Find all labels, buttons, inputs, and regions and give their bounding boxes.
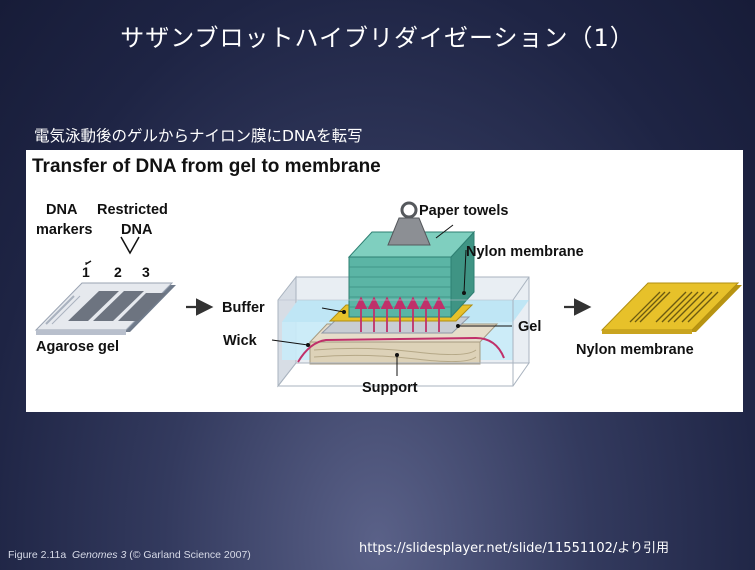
- weight-handle: [400, 201, 418, 219]
- label-wick: Wick: [223, 333, 258, 349]
- label-lane-1: 1: [82, 264, 90, 280]
- caption-prefix: Figure 2.11a: [8, 549, 67, 561]
- southern-transfer-diagram: Transfer of DNA from gel to membrane DNA…: [32, 156, 742, 396]
- label-support: Support: [362, 380, 418, 396]
- label-dna-markers-line1: DNA: [46, 202, 78, 218]
- gel-lanes: [45, 291, 166, 325]
- figure-panel: Transfer of DNA from gel to membrane DNA…: [26, 150, 743, 412]
- slide-title: サザンブロットハイブリダイゼーション（1）: [120, 24, 635, 52]
- label-nylon-membrane-result: Nylon membrane: [576, 342, 694, 358]
- slide-subtitle: 電気泳動後のゲルからナイロン膜にDNAを転写: [34, 127, 363, 145]
- label-restricted-line2: DNA: [121, 222, 153, 238]
- source-citation: https://slidesplayer.net/slide/11551102/…: [359, 541, 670, 556]
- label-lane-2: 2: [114, 264, 122, 280]
- label-paper-towels: Paper towels: [419, 203, 508, 219]
- label-agarose-gel: Agarose gel: [36, 339, 119, 355]
- transfer-apparatus: [276, 201, 530, 388]
- membrane-bands: [629, 291, 719, 323]
- caption-suffix: (© Garland Science 2007): [129, 549, 251, 561]
- capillary-flow-arrows: [354, 296, 446, 332]
- wick-strip: [297, 336, 505, 363]
- label-nylon-membrane-top: Nylon membrane: [466, 244, 584, 260]
- agarose-gel-illustration: [34, 282, 176, 335]
- figure-caption: Figure 2.11a Genomes 3 (© Garland Scienc…: [8, 549, 251, 561]
- label-restricted-line1: Restricted: [97, 202, 168, 218]
- caption-book: Genomes 3: [72, 549, 127, 561]
- figure-title: Transfer of DNA from gel to membrane: [32, 156, 381, 177]
- label-gel: Gel: [518, 319, 541, 335]
- label-lane-3: 3: [142, 264, 150, 280]
- nylon-membrane-result-illustration: [600, 282, 742, 334]
- label-buffer: Buffer: [222, 300, 265, 316]
- label-dna-markers-line2: markers: [36, 222, 92, 238]
- weight: [387, 217, 431, 246]
